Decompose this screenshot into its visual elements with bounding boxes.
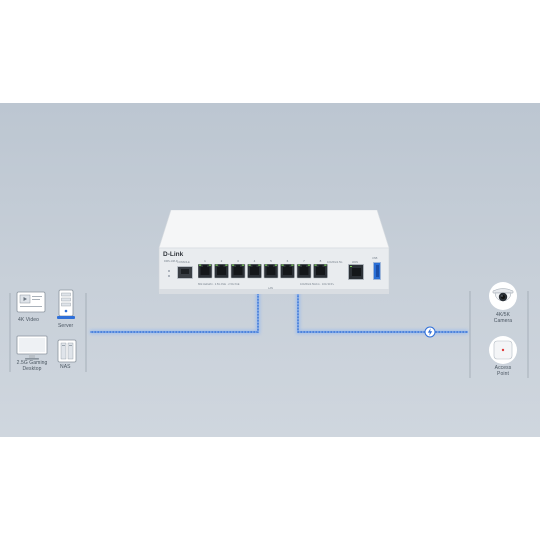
rj45-port-6 xyxy=(280,264,295,279)
cables xyxy=(9,288,529,378)
rj45-port-7 xyxy=(296,264,312,279)
device-label: NAS xyxy=(60,364,71,370)
device-label: 4K Video xyxy=(18,317,40,323)
rj45-port-8 xyxy=(313,264,328,279)
console-label: CONSOLE xyxy=(177,261,190,264)
port-number: 1 xyxy=(204,259,206,263)
usb-label: USB xyxy=(372,257,378,260)
rj45-port-5 xyxy=(263,264,279,279)
device-camera[interactable]: 4K/5K Camera xyxy=(484,281,522,329)
uplink-group-label: 10G/5G/2.5G/1G · 10G SFP+ xyxy=(300,283,335,286)
wan-label: WAN xyxy=(352,261,358,264)
video-player-icon xyxy=(16,291,46,313)
port-number: 7 xyxy=(303,259,305,263)
network-diagram-scene: D-Link DMS-108-P CONSOLE 1 2 3 4 5 6 7 8 xyxy=(0,103,540,437)
device-label: Access Point xyxy=(494,365,512,377)
device-label: 2.5G Gaming Desktop xyxy=(16,360,48,372)
port-number: 3 xyxy=(237,259,239,263)
rj45-port-1 xyxy=(198,264,213,279)
device-4k-video[interactable]: 4K Video xyxy=(14,291,48,327)
uplink-port-label: 10G/5G/2.5G xyxy=(327,261,343,264)
network-switch: D-Link DMS-108-P CONSOLE 1 2 3 4 5 6 7 8 xyxy=(155,210,393,294)
right-cable xyxy=(296,288,468,334)
rj45-port-3 xyxy=(230,264,246,279)
dome-camera-icon xyxy=(489,282,517,310)
port-number: 8 xyxy=(319,259,322,263)
port-number: 4 xyxy=(253,259,256,263)
left-bracket xyxy=(9,293,87,372)
port-number: 6 xyxy=(286,259,289,263)
nas-icon xyxy=(57,339,77,363)
left-cable xyxy=(90,288,260,334)
right-bracket xyxy=(469,291,529,378)
server-icon xyxy=(57,289,75,319)
device-server[interactable]: Server xyxy=(52,289,80,331)
console-port[interactable] xyxy=(177,266,193,279)
rj45-port-4 xyxy=(247,264,262,279)
lan-label: LAN xyxy=(268,287,274,290)
device-gaming-desktop[interactable]: 2.5G Gaming Desktop xyxy=(12,335,52,373)
device-label: 4K/5K Camera xyxy=(493,312,513,324)
rj45-port-group: 1 2 3 4 5 6 7 8 xyxy=(198,259,332,282)
port-number: 5 xyxy=(270,259,272,263)
lightning-bolt-icon xyxy=(424,326,436,338)
status-led xyxy=(168,275,170,277)
device-label: Server xyxy=(58,323,74,329)
port-number: 2 xyxy=(220,259,223,263)
rj45-port-2 xyxy=(214,264,229,279)
usb-port[interactable] xyxy=(373,262,381,280)
desktop-monitor-icon xyxy=(16,335,48,360)
poe-group-label: 802.3af/at/bt · 2.5G PoE · 2.5G PoE xyxy=(198,283,240,286)
device-access-point[interactable]: Access Point xyxy=(484,335,522,381)
power-led xyxy=(168,270,170,272)
model-label: DMS-108-P xyxy=(164,260,178,263)
brand-logo: D-Link xyxy=(163,251,184,258)
access-point-icon xyxy=(489,336,517,364)
device-nas[interactable]: NAS xyxy=(55,339,79,375)
wan-port[interactable] xyxy=(348,264,364,280)
